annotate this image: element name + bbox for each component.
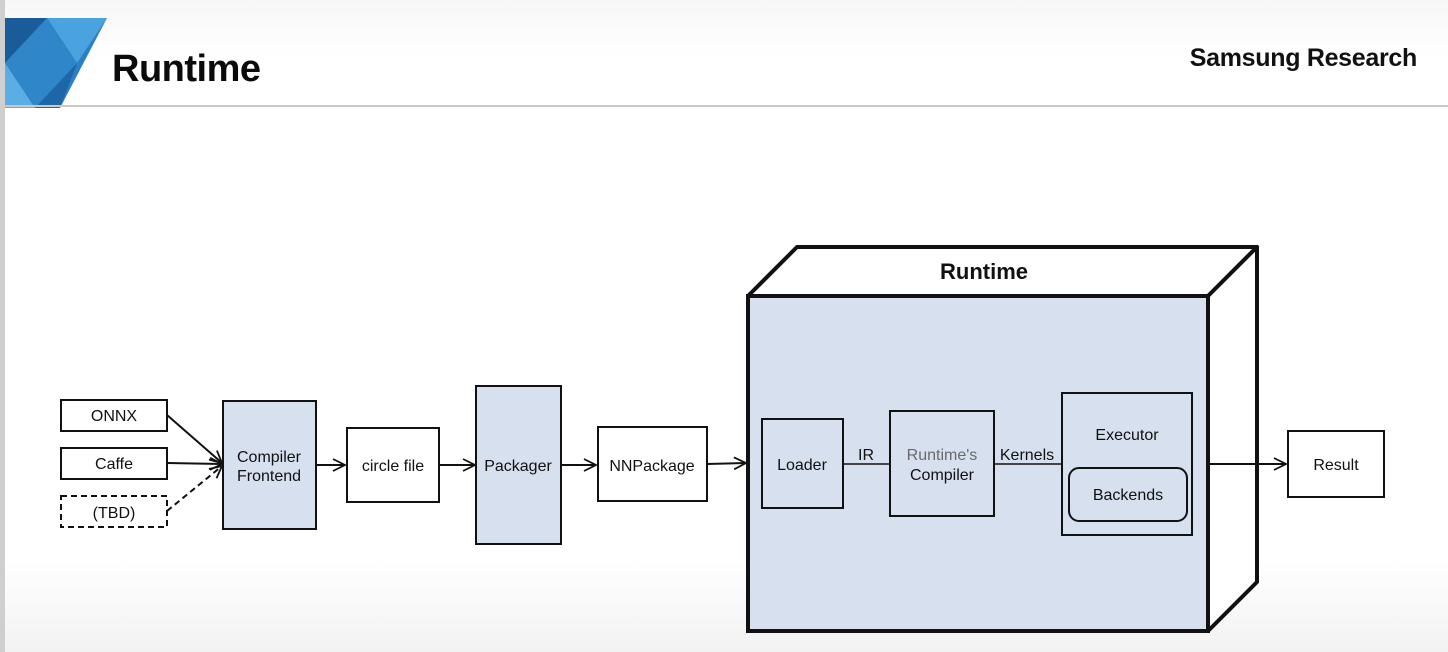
arrow-caffe-to-frontend	[166, 463, 222, 464]
arrow-onnx-to-frontend	[166, 414, 222, 463]
brand-wordmark: Samsung Research	[1189, 44, 1418, 72]
tbd-label: (TBD)	[93, 505, 136, 522]
circle-file-box	[346, 427, 440, 503]
backends-box	[1068, 467, 1188, 522]
caffe-label: Caffe	[95, 456, 133, 473]
loader-label: Loader	[777, 457, 827, 474]
caffe-box	[60, 447, 168, 480]
backends-label: Backends	[1093, 487, 1163, 504]
executor-label: Executor	[1095, 427, 1159, 444]
onnx-box	[60, 399, 168, 432]
arrow-nnpackage-to-runtime	[706, 463, 746, 464]
arrow-tbd-to-frontend	[166, 466, 222, 512]
tbd-box	[60, 495, 168, 528]
runtime-title: Runtime	[940, 259, 1028, 284]
compiler-frontend-line1: Compiler	[237, 449, 302, 466]
runtime-compiler-line2: Compiler	[910, 467, 975, 484]
packager-box	[475, 385, 562, 545]
ir-label: IR	[858, 447, 874, 464]
packager-label: Packager	[484, 458, 552, 475]
compiler-frontend-box	[222, 400, 317, 530]
nnpackage-label: NNPackage	[609, 458, 694, 475]
circle-file-label: circle file	[362, 458, 424, 475]
loader-box	[761, 418, 844, 509]
result-label: Result	[1313, 457, 1359, 474]
compiler-frontend-line2: Frontend	[237, 468, 301, 485]
window-frame-left	[0, 0, 5, 652]
nnpackage-box	[597, 426, 708, 502]
slide-title: Runtime	[112, 48, 261, 90]
header-divider	[5, 105, 1448, 107]
samsung-logo-icon	[5, 18, 107, 108]
kernels-label: Kernels	[1000, 447, 1054, 464]
onnx-label: ONNX	[91, 408, 138, 425]
result-box	[1287, 430, 1385, 498]
runtime-compiler-line1: Runtime's	[907, 447, 978, 464]
